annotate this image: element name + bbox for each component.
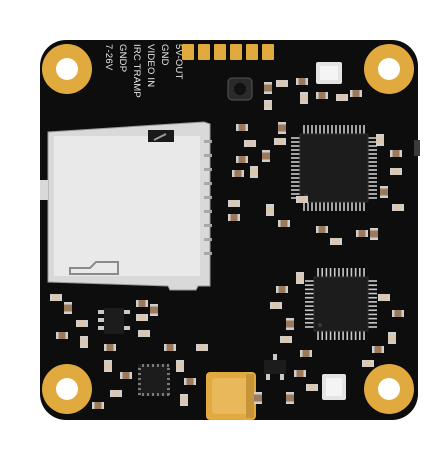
resistor-icon: [390, 150, 402, 157]
resistor-icon: [228, 214, 240, 221]
resistor-icon: [92, 402, 104, 409]
capacitor-icon: [300, 92, 308, 104]
resistor-icon: [232, 170, 244, 177]
mounting-hole-icon: [364, 44, 414, 94]
capacitor-icon: [378, 294, 390, 301]
resistor-icon: [316, 92, 328, 99]
silk-label-gndp: GNDP: [117, 44, 128, 72]
resistor-icon: [372, 346, 384, 353]
resistor-icon: [278, 220, 290, 227]
resistor-icon: [254, 392, 262, 404]
capacitor-icon: [250, 166, 258, 178]
resistor-icon: [184, 378, 196, 385]
capacitor-icon: [180, 394, 188, 406]
capacitor-icon: [306, 384, 318, 391]
mounting-hole-icon: [364, 364, 414, 414]
regulator-icon: [98, 308, 130, 334]
capacitor-icon: [280, 336, 292, 343]
capacitor-icon: [330, 238, 342, 245]
capacitor-icon: [50, 294, 62, 301]
resistor-icon: [150, 304, 158, 316]
capacitor-icon: [104, 360, 112, 372]
qfn-chip-icon: [138, 364, 170, 396]
capacitor-icon: [138, 330, 150, 337]
resistor-icon: [350, 90, 362, 97]
mounting-hole-icon: [42, 44, 92, 94]
silk-label-video-in: VIDEO IN: [145, 44, 156, 87]
capacitor-icon: [270, 302, 282, 309]
crystal-icon: [316, 62, 342, 84]
passive-components: [50, 78, 404, 409]
resistor-icon: [56, 332, 68, 339]
capacitor-icon: [228, 200, 240, 207]
capacitor-icon: [336, 94, 348, 101]
silk-label-7-26v: 7-26V: [103, 44, 114, 71]
resistor-icon: [380, 186, 388, 198]
mcu-qfp-chip-icon: [291, 125, 377, 211]
resistor-icon: [262, 150, 270, 162]
resistor-icon: [286, 318, 294, 330]
inductor-icon: [227, 77, 253, 101]
capacitor-icon: [274, 138, 286, 145]
resistor-icon: [370, 228, 378, 240]
sd-card-slot-icon: [40, 121, 212, 291]
capacitor-icon: [110, 390, 122, 397]
resistor-icon: [264, 82, 272, 94]
resistor-icon: [356, 230, 368, 237]
capacitor-icon: [276, 80, 288, 87]
capacitor-icon: [390, 168, 402, 175]
resistor-icon: [296, 78, 308, 85]
capacitor-icon: [176, 360, 184, 372]
resistor-icon: [286, 392, 294, 404]
capacitor-icon: [76, 320, 88, 327]
silk-label-gnd: GND: [159, 44, 170, 66]
mounting-hole-icon: [42, 364, 92, 414]
resistor-icon: [64, 302, 72, 314]
capacitor-icon: [362, 360, 374, 367]
resistor-icon: [392, 310, 404, 317]
capacitor-icon: [80, 336, 88, 348]
osd-qfp-chip-icon: [305, 268, 377, 340]
silkscreen-pin-labels: 5V-OUT GND VIDEO IN IRC TRAMP GNDP 7-26V: [103, 44, 184, 98]
capacitor-icon: [296, 196, 308, 203]
side-switch-icon: [414, 140, 420, 156]
capacitor-icon: [266, 204, 274, 216]
resistor-icon: [276, 286, 288, 293]
capacitor-icon: [244, 140, 256, 147]
capacitor-icon: [376, 134, 384, 146]
resistor-icon: [236, 156, 248, 163]
crystal-icon: [322, 374, 346, 400]
resistor-icon: [278, 122, 286, 134]
capacitor-icon: [388, 332, 396, 344]
silk-label-irc-tramp: IRC TRAMP: [131, 44, 142, 98]
resistor-icon: [120, 372, 132, 379]
silk-label-5v-out: 5V-OUT: [173, 44, 184, 80]
capacitor-icon: [392, 204, 404, 211]
solder-pads: [182, 44, 274, 60]
capacitor-icon: [264, 100, 272, 110]
connector-icon: [206, 372, 256, 420]
capacitor-icon: [296, 272, 304, 284]
resistor-icon: [104, 344, 116, 351]
resistor-icon: [164, 344, 176, 351]
transistor-icon: [264, 354, 286, 380]
capacitor-icon: [136, 314, 148, 321]
capacitor-icon: [196, 344, 208, 351]
resistor-icon: [294, 370, 306, 377]
resistor-icon: [300, 350, 312, 357]
resistor-icon: [136, 300, 148, 307]
resistor-icon: [316, 226, 328, 233]
resistor-icon: [236, 124, 248, 131]
